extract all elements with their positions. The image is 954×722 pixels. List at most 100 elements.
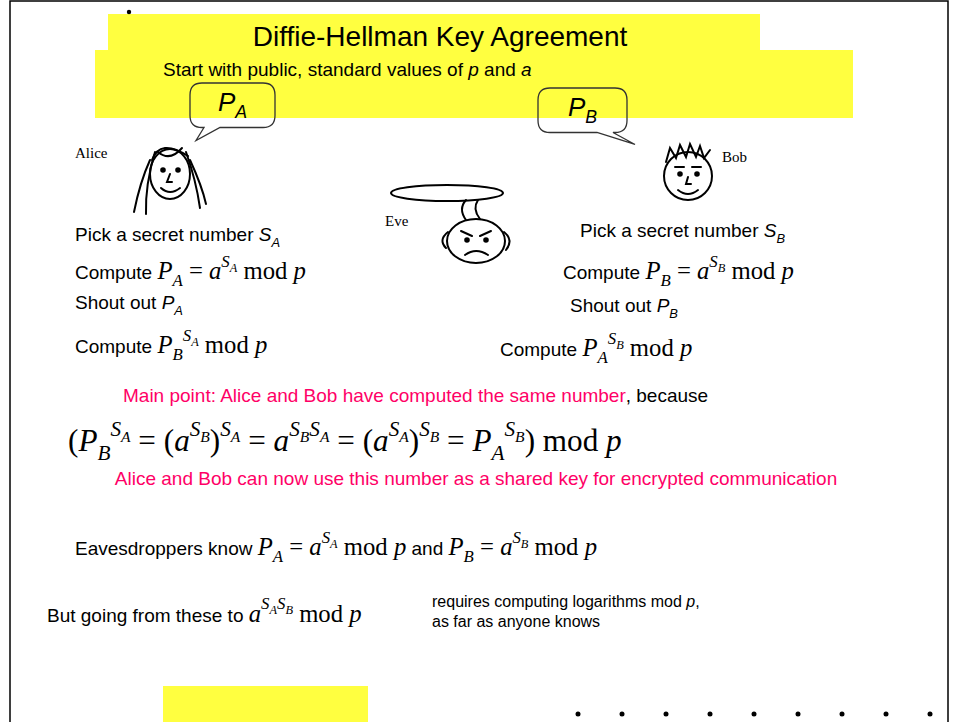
dot [928, 712, 933, 717]
eye [484, 238, 488, 242]
text-run: p [686, 593, 695, 610]
text-run: = [439, 423, 472, 458]
text-run: Alice [75, 145, 107, 161]
dot [796, 712, 801, 717]
text-run: B [521, 537, 529, 551]
text-run: P [78, 423, 97, 458]
alice-face [134, 148, 206, 214]
text-run: mod [624, 334, 680, 361]
text-run: a [500, 533, 512, 560]
text-run: p [680, 334, 692, 361]
text-run: S [220, 417, 231, 441]
text-run: mod [293, 600, 349, 627]
text-run: ) [409, 423, 419, 458]
text-run: A [597, 348, 607, 367]
text-run: mod [725, 257, 781, 284]
subtitle: Start with public, standard values of p … [163, 58, 532, 82]
text-run: S [221, 252, 229, 271]
note-text: But going from these to aSASB mod p [47, 594, 362, 629]
text-run: = ( [329, 423, 373, 458]
subtitle-band [95, 50, 853, 118]
text-run: P [157, 331, 172, 358]
mouth [161, 188, 180, 192]
brow [675, 166, 684, 168]
text-run: , because [626, 385, 708, 406]
nose [686, 177, 691, 184]
text-run: mod [338, 533, 394, 560]
slide-border [10, 1, 948, 722]
text-run: B [660, 271, 670, 290]
head [150, 149, 190, 199]
text-run: P [472, 423, 491, 458]
text-run: P [162, 292, 175, 313]
head [447, 219, 505, 263]
brow [692, 166, 701, 168]
text-run: Main point: Alice and Bob have computed … [123, 385, 626, 406]
dot [664, 712, 669, 717]
text-run: = [240, 423, 273, 458]
person-name: Bob [722, 147, 747, 167]
step-text: Compute PBSA mod p [75, 326, 267, 366]
text-run: p [782, 257, 794, 284]
step-text: Compute PASB mod p [500, 329, 692, 369]
dot-row [576, 712, 933, 717]
text-run: = [183, 257, 209, 284]
step-text: Compute PB = aSB mod p [563, 252, 794, 292]
text-run: p [585, 533, 597, 560]
hair [158, 148, 182, 156]
text-run: Pick a secret number [580, 220, 764, 241]
text-run: A [230, 261, 238, 275]
text-run: a [521, 59, 532, 80]
text-run: S [764, 220, 777, 241]
text-run: p [255, 331, 267, 358]
text-run: B [585, 107, 597, 127]
text-run: p [294, 257, 306, 284]
text-run: S [709, 252, 717, 271]
hair [152, 148, 188, 160]
text-run: Compute [75, 262, 157, 283]
text-run: A [399, 428, 409, 445]
text-run: S [259, 224, 272, 245]
text-run: A [191, 335, 199, 349]
text-run: S [277, 594, 285, 613]
listening-trumpet [475, 200, 480, 219]
text-run: A [492, 441, 505, 465]
text-run: A [269, 603, 277, 617]
text-run: Pick a secret number [75, 224, 259, 245]
hair [442, 232, 448, 248]
text-run: S [505, 417, 516, 441]
bubble-outline [190, 83, 275, 140]
text-run: B [616, 338, 624, 352]
text-run: S [608, 329, 616, 348]
text-run: B [464, 547, 474, 566]
speech-bubble: PA [190, 83, 275, 127]
dot [620, 712, 625, 717]
text-run: Eavesdroppers know [75, 538, 258, 559]
person-name: Alice [75, 143, 107, 163]
text-run: B [669, 306, 678, 321]
text-run: P [645, 257, 660, 284]
text-run: B [200, 428, 210, 445]
dot [840, 712, 845, 717]
text-run: S [389, 417, 400, 441]
dot [576, 712, 581, 717]
text-run: B [285, 603, 293, 617]
text-run: A [172, 271, 182, 290]
nose [167, 174, 172, 182]
mouth [465, 251, 488, 255]
bob-face [664, 144, 712, 200]
dot [752, 712, 757, 717]
eve-face [391, 185, 510, 263]
hair [146, 152, 155, 214]
text-run: A [174, 303, 183, 318]
step-text: Shout out PB [570, 294, 678, 321]
hair [666, 144, 710, 162]
text-run: S [322, 528, 330, 547]
text-run: B [300, 428, 310, 445]
text-run: ) [210, 423, 220, 458]
text-run: Eve [385, 213, 408, 229]
text-run: A [271, 235, 280, 250]
step-text: Compute PA = aSA mod p [75, 252, 306, 292]
step-text: Pick a secret number SA [75, 223, 280, 250]
listening-trumpet [391, 185, 503, 201]
